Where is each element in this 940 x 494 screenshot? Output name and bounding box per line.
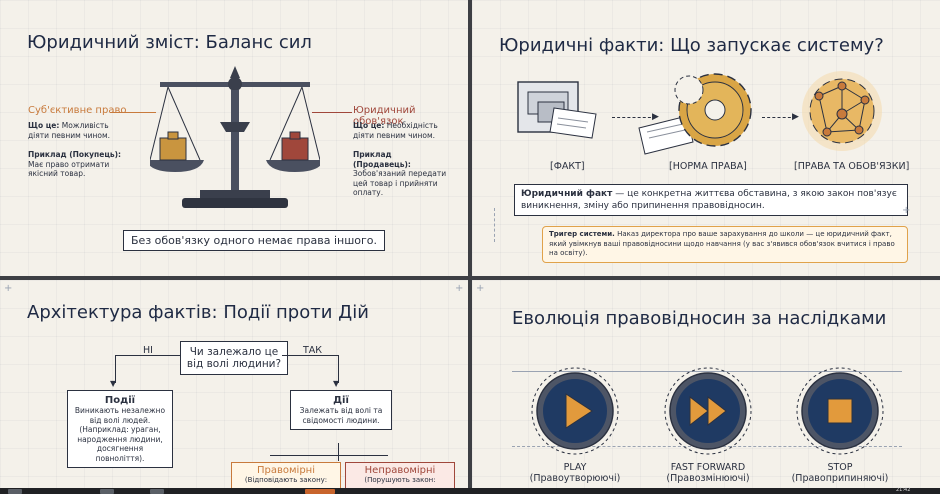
fast-forward-sub: (Правозмінюючі) (666, 473, 750, 484)
events-text: Виникають незалежно від волі людей. (Нап… (74, 406, 166, 463)
timeline-guide (512, 371, 902, 372)
no-label: НІ (143, 345, 153, 356)
actions-title: Дії (333, 395, 349, 406)
yes-branch-line (282, 355, 339, 356)
subjective-right-heading: Суб'єктивне право (28, 105, 127, 116)
scales-icon (150, 66, 320, 208)
arrow-down-icon: ▼ (110, 379, 117, 388)
gear-icon (638, 73, 752, 155)
right-what-label: Що це: (353, 121, 385, 130)
left-example-text: Має право отримати якісний товар. (28, 159, 110, 179)
clock: 21:42 (896, 487, 911, 493)
trigger-callout: Тригер системи. Наказ директора про ваше… (542, 226, 908, 263)
taskbar-app-icon[interactable] (150, 489, 164, 494)
left-example: Приклад (Покупець):Має право отримати як… (28, 150, 123, 179)
corner-cross-icon: + (902, 205, 911, 216)
corner-cross-icon: + (455, 283, 464, 294)
play-sub: (Правоутворюючі) (529, 473, 621, 484)
trigger-text: Наказ директора про ваше зарахування до … (549, 230, 895, 257)
fast-forward-name: FAST FORWARD (670, 462, 746, 473)
network-gear-icon (802, 71, 882, 151)
left-what-label: Що це: (28, 121, 60, 130)
printer-icon (517, 81, 597, 139)
definition-text: — це конкретна життєва обставина, з якою… (521, 189, 897, 211)
lawful-text: (Відповідають закону: (244, 476, 328, 484)
lawful-box: Правомірні (Відповідають закону: (231, 462, 341, 489)
actions-split-bar (270, 455, 388, 456)
slide-title: Юридичний зміст: Баланс сил (27, 32, 312, 53)
slide-title: Архітектура фактів: Події проти Дій (27, 302, 369, 323)
fast-forward-caption: FAST FORWARD(Правозмінюючі) (648, 462, 768, 484)
slide-balance[interactable]: Юридичний зміст: Баланс сил Суб'єктивне (0, 0, 468, 276)
label-norm: [НОРМА ПРАВА] (669, 161, 747, 172)
fast-forward-icon (664, 367, 752, 455)
definition-term: Юридичний факт (521, 189, 613, 199)
slide-legal-facts[interactable]: Юридичні факти: Що запускає систему? ▶ ▶… (472, 0, 940, 276)
right-what-text: Необхідність діяти певним чином. (353, 121, 438, 140)
right-example: Приклад (Продавець):Зобов'язаний передат… (353, 150, 448, 198)
stop-sub: (Правоприпиняючі) (791, 473, 889, 484)
unlawful-box: Неправомірні (Порушують закон: (345, 462, 455, 489)
left-example-label: Приклад (Покупець): (28, 150, 122, 159)
arrow-fact-to-norm (612, 117, 656, 118)
play-name: PLAY (563, 462, 587, 473)
left-what: Що це: Можливість діяти певним чином. (28, 121, 123, 140)
no-branch-drop (115, 355, 116, 383)
events-box: Події Виникають незалежно від волі людей… (67, 390, 173, 468)
corner-cross-icon: + (476, 283, 485, 294)
stop-name: STOP (827, 462, 853, 473)
arrow-head-icon: ▶ (652, 112, 659, 122)
arrow-head-icon: ▶ (792, 112, 799, 122)
arrow-norm-to-rights (762, 117, 796, 118)
guide-line (494, 208, 496, 242)
taskbar: 21:42 (0, 487, 940, 494)
unlawful-text: (Порушують закон: (364, 476, 436, 484)
yes-label: ТАК (303, 345, 323, 356)
slide-evolution[interactable]: + Еволюція правовідносин за наслідками P… (472, 280, 940, 494)
left-connector (110, 112, 156, 113)
events-title: Події (104, 395, 136, 406)
play-caption: PLAY(Правоутворюючі) (515, 462, 635, 484)
actions-split-line (338, 443, 339, 461)
no-branch-line (115, 355, 180, 356)
taskbar-active-app[interactable] (305, 489, 335, 494)
balance-statement: Без обов'язку одного немає права іншого. (123, 230, 386, 251)
question-box: Чи залежало це від волі людини? (180, 341, 288, 375)
unlawful-title: Неправомірні (364, 465, 436, 476)
slide-fact-architecture[interactable]: + + Архітектура фактів: Події проти Дій … (0, 280, 468, 494)
right-example-label: Приклад (Продавець): (353, 150, 411, 169)
taskbar-app-icon[interactable] (100, 489, 114, 494)
right-example-text: Зобов'язаний передати цей товар і прийня… (353, 169, 447, 197)
actions-box: Дії Залежать від волі та свідомості люди… (290, 390, 392, 430)
stop-icon (796, 367, 884, 455)
label-fact: [ФАКТ] (550, 161, 585, 172)
trigger-label: Тригер системи. (549, 230, 615, 238)
legal-duty-heading: Юридичний обов'язок (353, 105, 416, 127)
start-icon[interactable] (8, 489, 22, 494)
play-icon (531, 367, 619, 455)
label-rights: [ПРАВА ТА ОБОВ'ЯЗКИ] (794, 161, 910, 172)
legal-fact-definition: Юридичний факт — це конкретна життєва об… (514, 184, 908, 216)
yes-branch-drop (338, 355, 339, 383)
lawful-title: Правомірні (257, 465, 315, 476)
left-what-text: Можливість діяти певним чином. (28, 121, 111, 140)
right-what: Що це: Необхідність діяти певним чином. (353, 121, 448, 140)
arrow-down-icon: ▼ (333, 379, 340, 388)
slide-title: Юридичні факти: Що запускає систему? (499, 35, 884, 56)
slide-title: Еволюція правовідносин за наслідками (512, 308, 887, 329)
actions-text: Залежать від волі та свідомості людини. (299, 406, 383, 425)
right-connector (312, 112, 352, 113)
corner-cross-icon: + (4, 283, 13, 294)
stop-caption: STOP(Правоприпиняючі) (780, 462, 900, 484)
